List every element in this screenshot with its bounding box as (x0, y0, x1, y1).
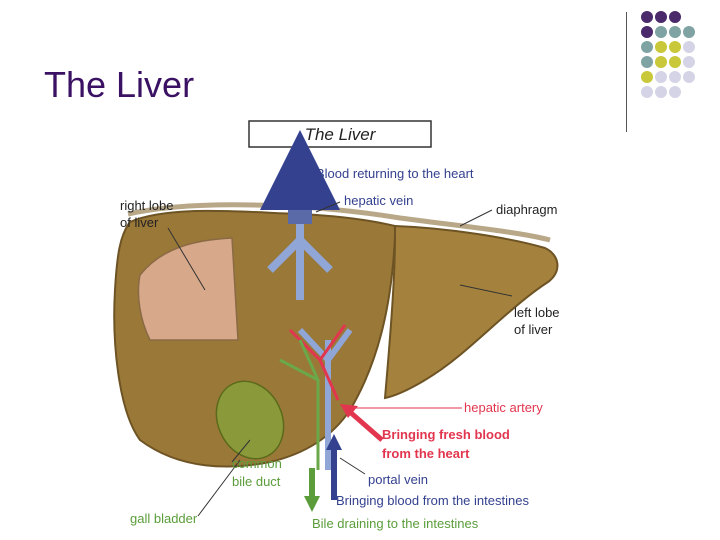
label-common-bile-1: common (232, 456, 282, 471)
label-fresh-blood-2: from the heart (382, 446, 470, 461)
label-portal-vein: portal vein (368, 472, 428, 487)
arrow-fresh-blood (350, 412, 382, 440)
label-hepatic-artery: hepatic artery (464, 400, 543, 415)
label-bile-draining: Bile draining to the intestines (312, 516, 479, 531)
arrow-bile-head (304, 496, 320, 512)
hepatic-vein-top (288, 206, 312, 224)
label-common-bile-2: bile duct (232, 474, 281, 489)
label-blood-returning: Blood returning to the heart (316, 166, 474, 181)
label-diaphragm: diaphragm (496, 202, 557, 217)
label-right-lobe-1: right lobe (120, 198, 173, 213)
label-fresh-blood-1: Bringing fresh blood (382, 427, 510, 442)
label-right-lobe-2: of liver (120, 215, 159, 230)
label-hepatic-vein: hepatic vein (344, 193, 413, 208)
label-blood-intestines: Bringing blood from the intestines (336, 493, 529, 508)
diagram-title: The Liver (305, 125, 377, 144)
label-gall-bladder: gall bladder (130, 511, 198, 526)
label-left-lobe-1: left lobe (514, 305, 560, 320)
label-left-lobe-2: of liver (514, 322, 553, 337)
